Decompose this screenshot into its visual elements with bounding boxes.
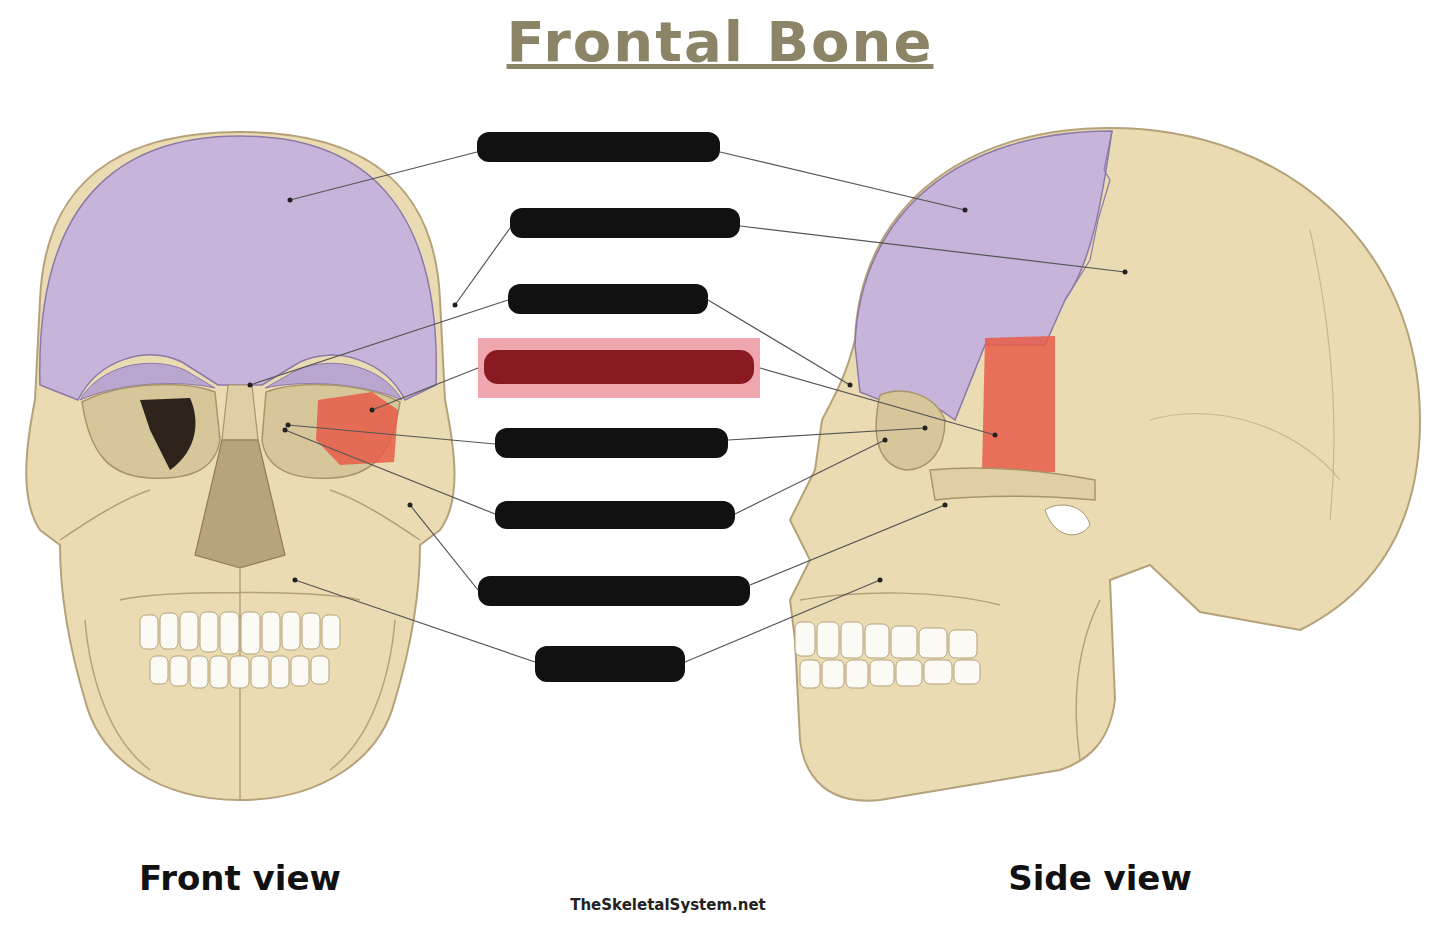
skull-outline xyxy=(790,128,1420,801)
maxilla-line xyxy=(120,560,360,800)
mandible-line xyxy=(330,620,395,770)
leader-dots xyxy=(248,198,1128,583)
frontal-bone xyxy=(855,131,1112,420)
front-skull xyxy=(26,132,454,800)
nasal-bones xyxy=(222,385,258,440)
zygomatic xyxy=(60,490,420,540)
maxilla-line xyxy=(800,593,1100,760)
right-orbit xyxy=(262,385,400,479)
redaction-bar xyxy=(510,208,740,238)
lower-teeth xyxy=(150,656,329,688)
skull-outline xyxy=(26,132,454,800)
redaction-bar xyxy=(495,428,728,458)
highlight-box xyxy=(478,338,760,398)
view-label: Side view xyxy=(1008,858,1192,899)
frontal-bone xyxy=(40,136,437,400)
lambdoid-suture xyxy=(1150,230,1340,520)
orbit-cavity xyxy=(140,398,195,470)
coronal-suture xyxy=(1065,131,1112,300)
redaction-bar xyxy=(477,132,720,162)
left-orbit xyxy=(82,385,220,479)
redaction-bar xyxy=(508,284,708,314)
mandible-line xyxy=(85,620,150,770)
view-label: Front view xyxy=(139,858,341,899)
mandible-notch xyxy=(1045,505,1090,535)
redaction-bar xyxy=(495,501,735,529)
side-skull xyxy=(790,128,1420,801)
redaction-bars xyxy=(477,132,760,682)
leader-lines xyxy=(250,152,1125,662)
nasal-cavity xyxy=(195,440,285,568)
zygomatic-arch xyxy=(930,468,1095,500)
upper-teeth xyxy=(140,612,340,654)
redaction-bar xyxy=(478,576,750,606)
side-teeth xyxy=(795,622,980,688)
redaction-bar xyxy=(484,350,754,384)
watermark: TheSkeletalSystem.net xyxy=(570,896,766,914)
title: Frontal Bone xyxy=(507,8,934,75)
redaction-bar xyxy=(535,646,685,682)
sphenoid-highlight xyxy=(982,336,1055,472)
